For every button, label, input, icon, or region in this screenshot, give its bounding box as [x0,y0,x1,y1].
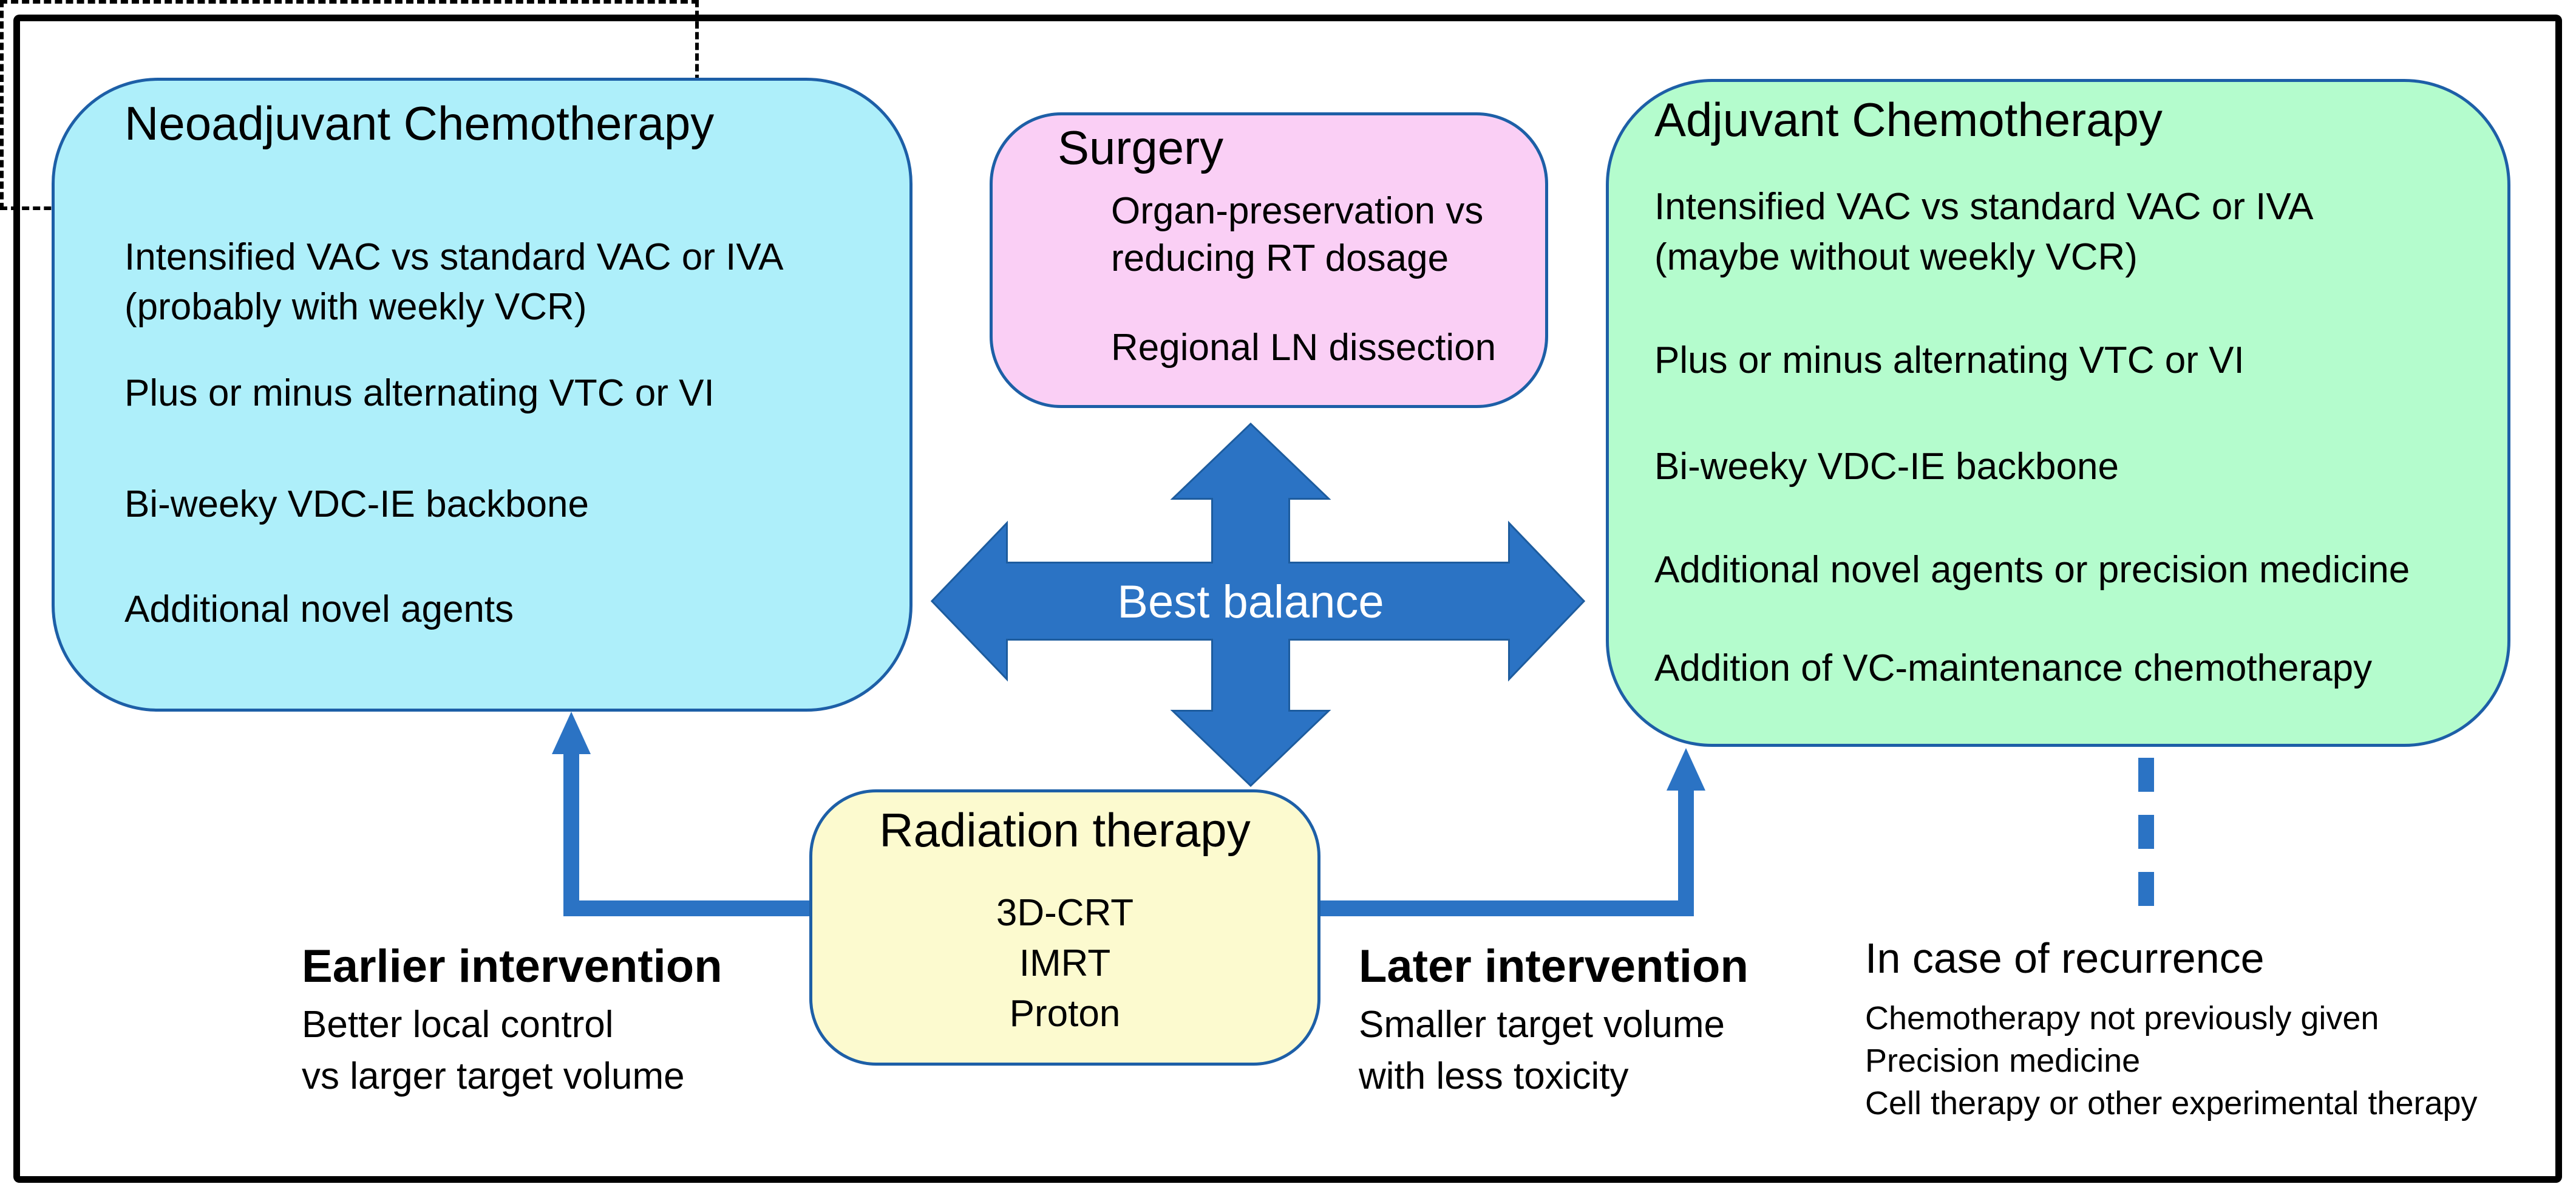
surgery-box [990,112,1548,408]
radiation-line: Proton [1009,993,1121,1035]
surgery-line: Organ-preservation vs [1111,190,1484,232]
earlier-intervention-title: Earlier intervention [302,941,722,992]
later-intervention-title: Later intervention [1359,941,1748,992]
neoadjuvant-line: Bi-weeky VDC-IE backbone [124,483,589,525]
radiation-therapy-box [809,789,1320,1066]
surgery-line: Regional LN dissection [1111,327,1497,369]
neoadjuvant-title: Neoadjuvant Chemotherapy [124,97,715,150]
recurrence-line: Cell therapy or other experimental thera… [1865,1085,2478,1121]
later-intervention-line: with less toxicity [1359,1055,1629,1097]
recurrence-title: In case of recurrence [1865,934,2265,982]
surgery-line: reducing RT dosage [1111,237,1449,279]
adjuvant-line: Intensified VAC vs standard VAC or IVA [1654,186,2314,228]
adjuvant-line: Plus or minus alternating VTC or VI [1654,339,2245,381]
earlier-intervention-line: vs larger target volume [302,1055,685,1097]
neoadjuvant-line: Intensified VAC vs standard VAC or IVA [124,236,784,278]
recurrence-line: Chemotherapy not previously given [1865,1000,2379,1036]
recurrence-line: Precision medicine [1865,1043,2141,1079]
neoadjuvant-line: Additional novel agents [124,588,514,630]
surgery-title: Surgery [1058,121,1224,174]
neoadjuvant-line: (probably with weekly VCR) [124,286,587,328]
best-balance-label: Best balance [1117,576,1384,628]
later-intervention-line: Smaller target volume [1359,1004,1725,1046]
adjuvant-title: Adjuvant Chemotherapy [1654,93,2163,146]
earlier-intervention-line: Better local control [302,1004,614,1046]
adjuvant-chemotherapy-box [1606,79,2510,747]
neoadjuvant-chemotherapy-box [52,78,912,712]
radiation-line: IMRT [1019,942,1111,984]
adjuvant-line: Additional novel agents or precision med… [1654,549,2410,591]
radiation-title: Radiation therapy [879,803,1251,857]
adjuvant-line: Bi-weeky VDC-IE backbone [1654,446,2119,488]
neoadjuvant-line: Plus or minus alternating VTC or VI [124,372,715,414]
radiation-line: 3D-CRT [996,892,1134,934]
adjuvant-line: (maybe without weekly VCR) [1654,236,2138,278]
adjuvant-line: Addition of VC-maintenance chemotherapy [1654,647,2373,689]
outer-frame [13,15,2562,1183]
